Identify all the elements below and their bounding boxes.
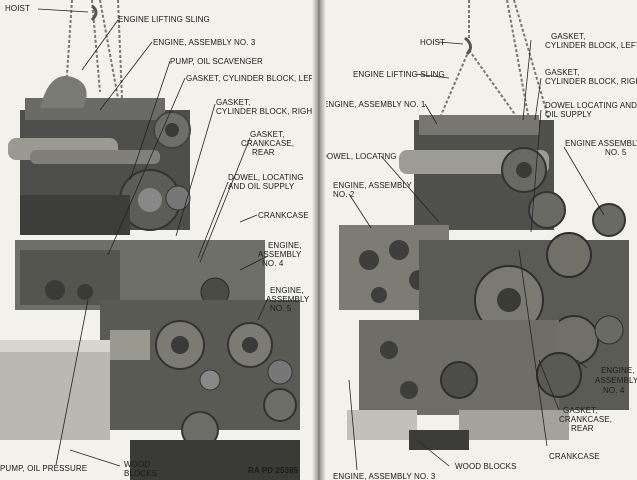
- label-engine-assembly-2-1: ENGINE, ASSEMBLY: [333, 181, 412, 190]
- label-engine4-3: NO. 4: [262, 259, 284, 268]
- left-page: HOIST ENGINE LIFTING SLING ENGINE, ASSEM…: [0, 0, 318, 480]
- left-engine-photo: [0, 0, 300, 480]
- label-crankcase: CRANKCASE: [549, 452, 600, 461]
- label-engine-assembly-4-3: NO. 4: [603, 386, 625, 395]
- label-engine5-3: NO. 5: [270, 304, 292, 313]
- label-wood-blocks: WOOD BLOCKS: [455, 462, 517, 471]
- label-engine5-2: ASSEMBLY: [266, 295, 310, 304]
- label-gasket-right-2: CYLINDER BLOCK, RIGHT: [216, 107, 318, 116]
- label-engine4-1: ENGINE,: [268, 241, 302, 250]
- label-gasket-right-1: GASKET,: [216, 98, 251, 107]
- label-engine-lifting-sling: ENGINE LIFTING SLING: [118, 15, 210, 24]
- label-dowel-oil-2: OIL SUPPLY: [545, 110, 592, 119]
- label-engine-assembly-1: ENGINE, ASSEMBLY NO. 1: [323, 100, 426, 109]
- right-engine-photo: [339, 0, 629, 471]
- label-wood-blocks-2: BLOCKS: [124, 469, 158, 478]
- label-gasket-left-1: GASKET,: [551, 32, 586, 41]
- label-gasket-right-2: CYLINDER BLOCK, RIGHT: [545, 77, 637, 86]
- figure-code: RA PD 25385: [248, 466, 299, 475]
- label-dowel-locating-2: AND OIL SUPPLY: [228, 182, 295, 191]
- label-engine-assembly-5-1: ENGINE ASSEMBLY: [565, 139, 637, 148]
- label-dowel-locating-1: DOWEL, LOCATING: [228, 173, 304, 182]
- label-gasket-crankcase-3: REAR: [571, 424, 594, 433]
- label-engine-assembly-4-1: ENGINE,: [601, 366, 635, 375]
- label-engine-assembly-5-2: NO. 5: [605, 148, 627, 157]
- label-hoist: HOIST: [5, 4, 30, 13]
- label-pump-oil-scavenger: PUMP, OIL SCAVENGER: [170, 57, 263, 66]
- label-gasket-crankcase-3: REAR: [252, 148, 275, 157]
- label-gasket-crankcase-2: CRANKCASE,: [559, 415, 613, 424]
- book-gutter: [312, 0, 326, 480]
- label-hoist: HOIST: [420, 38, 445, 47]
- label-pump-oil-pressure: PUMP, OIL PRESSURE: [0, 464, 88, 473]
- label-gasket-right-1: GASKET,: [545, 68, 580, 77]
- label-engine4-2: ASSEMBLY: [258, 250, 302, 259]
- label-engine-assembly-4-2: ASSEMBLY: [595, 376, 637, 385]
- label-engine5-1: ENGINE,: [270, 286, 304, 295]
- label-gasket-cylinder-block-left: GASKET, CYLINDER BLOCK, LEFT: [186, 74, 318, 83]
- label-dowel-oil-1: DOWEL LOCATING AND: [545, 101, 637, 110]
- label-gasket-crankcase-1: GASKET,: [250, 130, 285, 139]
- label-engine-assembly-3: ENGINE, ASSEMBLY NO. 3: [153, 38, 256, 47]
- label-gasket-crankcase-2: CRANKCASE,: [241, 139, 295, 148]
- label-crankcase: CRANKCASE: [258, 211, 309, 220]
- label-gasket-crankcase-1: GASKET,: [563, 406, 598, 415]
- right-page: HOIST ENGINE LIFTING SLING ENGINE, ASSEM…: [319, 0, 637, 480]
- label-wood-blocks-1: WOOD: [124, 460, 151, 469]
- label-engine-lifting-sling: ENGINE LIFTING SLING: [353, 70, 445, 79]
- label-gasket-left-2: CYLINDER BLOCK, LEFT: [545, 41, 637, 50]
- label-engine-assembly-2-2: NO. 2: [333, 190, 355, 199]
- label-dowel-locating: DOWEL, LOCATING: [321, 152, 397, 161]
- label-engine-assembly-3: ENGINE, ASSEMBLY NO. 3: [333, 472, 436, 480]
